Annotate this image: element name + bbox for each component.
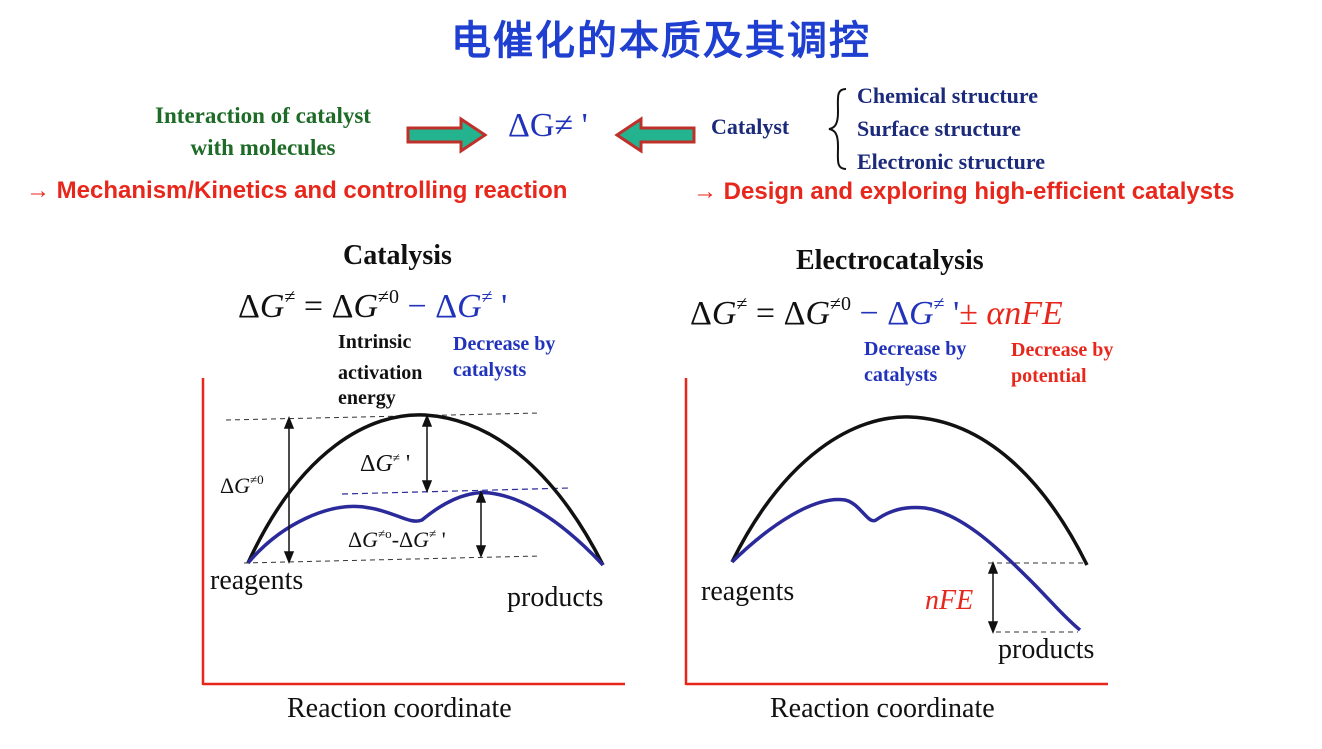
electro-decrease-catalyst-line-1: Decrease by: [864, 338, 967, 360]
top-energy-dashed-line: [225, 412, 541, 421]
catalysis-x-axis-label: Reaction coordinate: [287, 693, 512, 724]
catalysis-reagents-label: reagents: [210, 565, 304, 596]
catalysis-products-label: products: [507, 582, 604, 613]
mechanism-conclusion: → Mechanism/Kinetics and controlling rea…: [26, 177, 568, 204]
curly-brace-icon: [828, 88, 847, 170]
interaction-line-2: with molecules: [190, 135, 336, 160]
page-title: 电催化的本质及其调控: [451, 18, 871, 64]
catalysis-decrease-line-2: catalysts: [453, 359, 527, 381]
intrinsic-activation-energy-label: Intrinsic activation energy: [338, 327, 422, 414]
design-conclusion: → Design and exploring high-efficient ca…: [693, 178, 1235, 205]
diff-arrow-head-top: [475, 489, 487, 503]
dg0-arrow-head-top: [283, 415, 295, 429]
electro-decrease-potential-line-1: Decrease by: [1011, 339, 1114, 361]
right-arrow-icon: [406, 116, 488, 154]
intrinsic-line-3: energy: [338, 387, 396, 409]
dgprime-label: ΔG≠ ': [360, 450, 411, 477]
intrinsic-line-1: Intrinsic: [338, 331, 412, 353]
dg0-label: ΔG≠0: [220, 472, 264, 498]
nfe-arrow-head-top: [987, 560, 999, 574]
electrocatalysis-equation: ΔG≠ = ΔG≠0 − ΔG≠ '± αnFE: [690, 293, 1063, 332]
structure-chemical: Chemical structure: [857, 83, 1039, 108]
catalysis-heading: Catalysis: [343, 240, 452, 271]
difference-label: ΔG≠o-ΔG≠ ': [348, 526, 446, 552]
catalysis-equation: ΔG≠ = ΔG≠0 − ΔG≠ ': [238, 286, 508, 325]
center-delta-g-symbol: ΔG≠ ': [508, 107, 588, 144]
structure-electronic: Electronic structure: [857, 149, 1045, 174]
electro-products-label: products: [998, 634, 1095, 665]
electro-reagents-label: reagents: [701, 576, 795, 607]
structure-list: Chemical structure Surface structure Ele…: [857, 79, 1045, 178]
catalysis-decrease-line-1: Decrease by: [453, 333, 556, 355]
left-arrow-icon: [614, 116, 696, 154]
electro-decrease-catalyst-line-2: catalysts: [864, 364, 938, 386]
electro-x-axis-label: Reaction coordinate: [770, 693, 995, 724]
electro-decrease-potential-line-2: potential: [1011, 365, 1087, 387]
diff-arrow-head-bottom: [475, 545, 487, 559]
catalyzed-peak-dashed-line: [341, 487, 571, 495]
structure-surface: Surface structure: [857, 116, 1021, 141]
catalyst-label: Catalyst: [711, 114, 790, 139]
dgprime-arrow-head-top: [421, 413, 433, 427]
nfe-arrow-head-bottom: [987, 621, 999, 635]
interaction-text: Interaction of catalyst with molecules: [118, 100, 408, 164]
electro-decrease-catalyst-label: Decrease by catalysts: [864, 336, 966, 388]
electro-catalyzed-curve: [730, 497, 1082, 632]
baseline-dashed-line: [243, 555, 541, 564]
dgprime-arrow-head-bottom: [421, 480, 433, 494]
intrinsic-line-2: activation: [338, 362, 423, 384]
electro-decrease-potential-label: Decrease by potential: [1011, 337, 1113, 389]
dg0-arrow-head-bottom: [283, 551, 295, 565]
interaction-line-1: Interaction of catalyst: [155, 103, 371, 128]
electro-uncatalyzed-curve: [730, 415, 1089, 566]
electrocatalysis-heading: Electrocatalysis: [796, 245, 984, 276]
catalysis-decrease-label: Decrease by catalysts: [453, 331, 555, 383]
nfe-label: nFE: [925, 585, 974, 616]
